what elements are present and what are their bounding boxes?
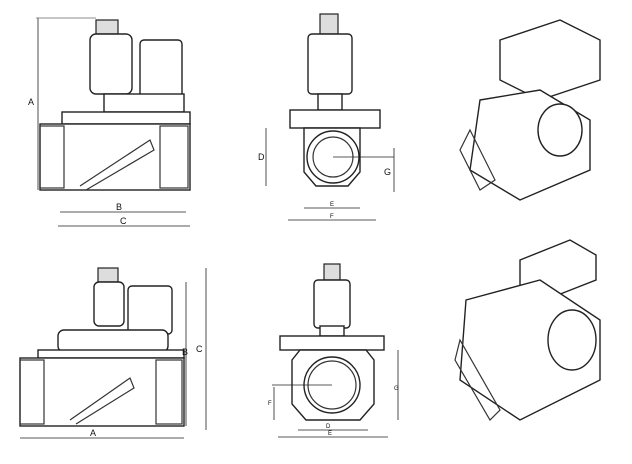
stem [319, 325, 345, 337]
top-front-view: D G E F [258, 13, 395, 221]
bonnet [289, 109, 381, 129]
coil-housing [93, 281, 125, 327]
flange [37, 349, 185, 359]
connector-cap [97, 267, 119, 283]
dim-label-e: E [328, 431, 332, 437]
dim-label-b: B [182, 347, 188, 357]
dim-label-g: G [384, 167, 391, 177]
coil-body [127, 285, 173, 335]
bottom-side-view: B C A [19, 267, 207, 439]
dim-label-c: C [120, 216, 127, 226]
connector-cap [323, 263, 341, 281]
bonnet [279, 335, 385, 351]
dim-label-a: A [90, 428, 96, 438]
flange-iso [459, 128, 496, 191]
dim-label-b: B [116, 202, 122, 212]
connector-cap [95, 19, 119, 35]
port-iso [537, 103, 583, 157]
dim-label-d: D [258, 152, 265, 162]
cover [57, 329, 169, 353]
port-iso [547, 309, 597, 371]
diaphragm-line [69, 377, 135, 425]
inlet-port [39, 125, 65, 189]
stem [317, 93, 343, 111]
flange-iso [454, 338, 501, 421]
bottom-isometric-view [454, 239, 601, 421]
outlet-port [155, 359, 183, 425]
coil-housing [89, 33, 133, 95]
dim-label-f: F [268, 401, 272, 407]
bonnet [103, 93, 185, 113]
coil-iso [499, 19, 601, 101]
diaphragm-line [79, 139, 155, 191]
top-side-view: A B C [28, 17, 191, 227]
bottom-front-view: F G D E [268, 263, 399, 438]
valve-body [19, 357, 185, 427]
inlet-port [19, 359, 45, 425]
top-isometric-view [459, 19, 601, 201]
coil-body [139, 39, 183, 99]
dim-label-f: F [330, 214, 334, 220]
connector-cap [319, 13, 339, 35]
dim-label-a: A [28, 97, 34, 107]
dim-label-d: D [326, 424, 331, 430]
coil [313, 279, 351, 329]
cover-plate [61, 111, 191, 125]
valve-body [39, 123, 191, 191]
dim-label-e: E [330, 202, 334, 208]
dim-label-g: G [394, 386, 399, 392]
coil [307, 33, 353, 95]
dim-label-c: C [196, 344, 203, 354]
outlet-port [159, 125, 189, 189]
